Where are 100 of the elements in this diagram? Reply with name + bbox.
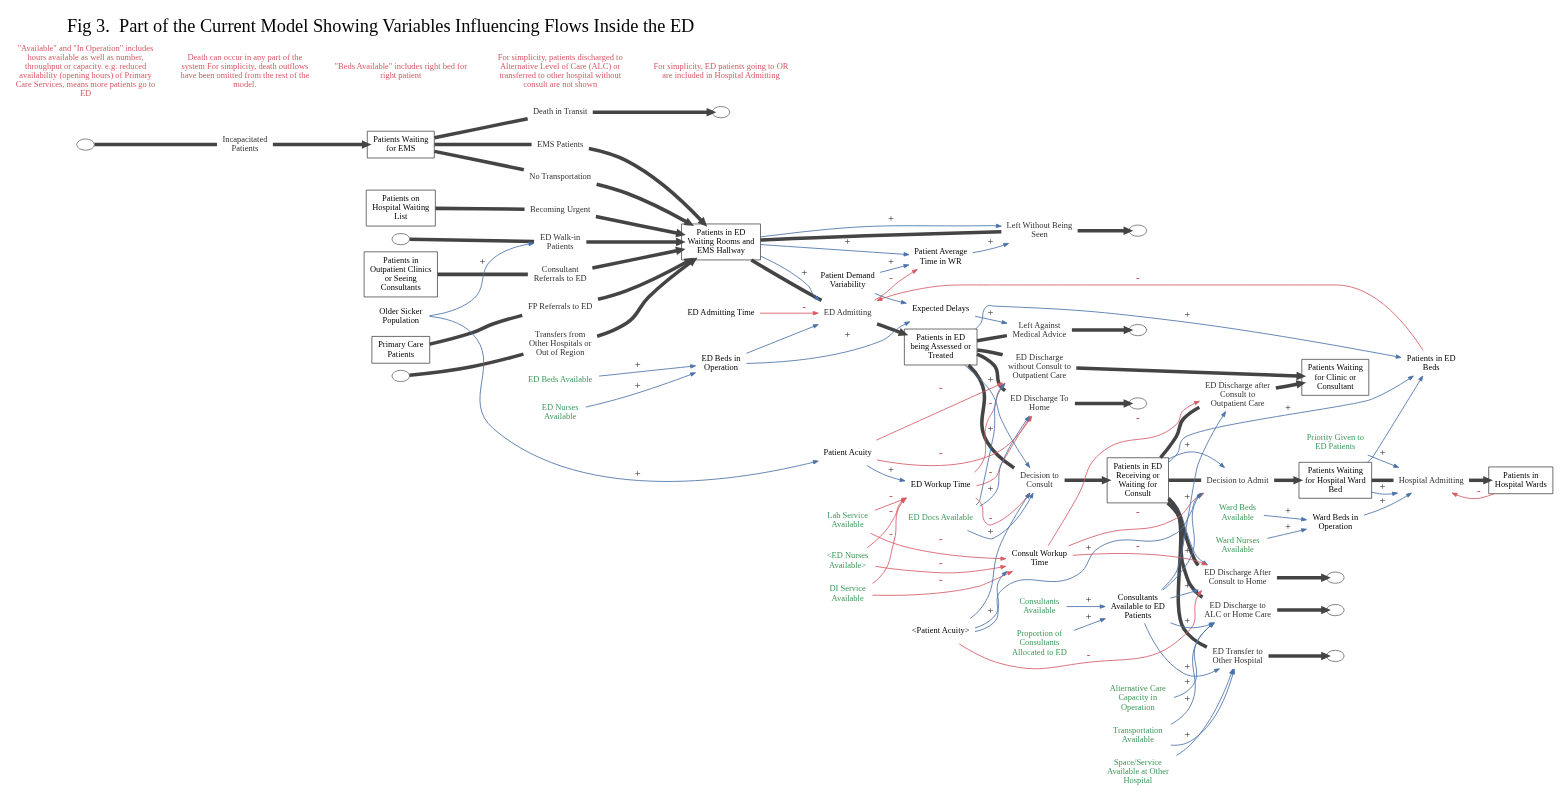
- node-text: Ward Beds Available: [1219, 501, 1257, 522]
- node-text: Consultants Available: [1019, 595, 1060, 615]
- arrow: [1451, 492, 1495, 499]
- edge-label: -: [1136, 505, 1140, 517]
- edge-label: +: [1085, 541, 1092, 553]
- edge-label: +: [479, 255, 486, 266]
- edge-label: +: [1184, 544, 1191, 556]
- node-text: Decision to Consult: [1020, 469, 1059, 489]
- connector: [760, 229, 1002, 242]
- arrow: [592, 246, 686, 270]
- edge-label: +: [1184, 660, 1191, 672]
- node-box: Patients in Hospital Wards: [1488, 466, 1554, 494]
- arrow: [585, 371, 696, 408]
- edge-label: -: [889, 527, 893, 539]
- node-cloud: [1326, 603, 1345, 616]
- arrow: [974, 315, 1008, 324]
- arrow: [1066, 603, 1106, 609]
- edge-label: -: [1136, 411, 1140, 423]
- node-cloud: [76, 138, 95, 151]
- edge-label: -: [988, 396, 993, 408]
- node-text: Consultants Available to ED Patients: [1110, 591, 1165, 620]
- arrow: [596, 181, 695, 226]
- arrow: [592, 107, 717, 116]
- edge-label: -: [988, 511, 993, 523]
- node-text: DI Service Available: [829, 582, 866, 603]
- arrow: [975, 304, 1402, 359]
- node-box: Patients in ED Receiving or Waiting for Consult: [1106, 456, 1169, 503]
- arrow: [972, 242, 1010, 253]
- edge-label: -: [802, 300, 806, 312]
- edge-label: -: [988, 465, 993, 477]
- edge-label: -: [889, 504, 893, 516]
- edge-label: -: [938, 556, 943, 568]
- node-text: Space/Service Available at Other Hospital: [1106, 756, 1169, 785]
- connector: [976, 333, 1008, 343]
- node-text: Patient Acuity: [823, 446, 872, 457]
- node-text: Patient Average Time in WR: [914, 245, 968, 266]
- arrow: [1366, 375, 1424, 463]
- node-text: ED Discharge After Consult to Home: [1204, 566, 1272, 586]
- edge-label: +: [1285, 400, 1292, 412]
- connector: [1167, 497, 1204, 599]
- arrow: [429, 315, 819, 482]
- arrow: [879, 263, 910, 273]
- arrow: [1363, 492, 1412, 516]
- connector: [94, 142, 217, 146]
- connector: [437, 272, 528, 276]
- node-text: Transfers from Other Hospitals or Out of Region: [528, 328, 592, 357]
- arrow: [874, 268, 918, 301]
- edge-label: +: [1285, 504, 1292, 516]
- edge-label: +: [1184, 579, 1191, 591]
- node-box: Patients in ED Waiting Rooms and EMS Hallway: [681, 223, 761, 260]
- arrow: [1168, 450, 1225, 468]
- edge-label: +: [634, 379, 641, 391]
- arrow: [597, 257, 695, 301]
- node-text: Priority Given to ED Patients: [1306, 431, 1364, 451]
- node-text: ED Discharge to ALC or Home Care: [1204, 599, 1272, 619]
- edge-label: -: [938, 446, 943, 458]
- arrow: [875, 564, 1007, 573]
- arrow: [974, 570, 1008, 628]
- arrow: [429, 241, 535, 316]
- node-text: Ward Nurses Available: [1215, 534, 1260, 554]
- arrow: [1277, 605, 1331, 614]
- edge-label: +: [987, 373, 994, 385]
- arrow: [1047, 400, 1200, 546]
- arrow: [958, 589, 1202, 669]
- arrow: [870, 532, 1007, 561]
- node-text: ED Discharge To Home: [1010, 392, 1069, 412]
- arrow: [272, 139, 372, 149]
- node-cloud: [1326, 649, 1345, 662]
- connector: [434, 116, 529, 140]
- edge-label: +: [1184, 490, 1191, 502]
- arrow: [875, 382, 1004, 441]
- node-text: EMS Patients: [537, 138, 584, 149]
- arrow: [746, 320, 911, 364]
- edge-label: +: [987, 422, 994, 434]
- edge-label: +: [887, 255, 894, 267]
- arrow: [1367, 454, 1400, 468]
- connector: [435, 206, 525, 211]
- connector: [434, 142, 532, 146]
- connector: [976, 352, 1007, 392]
- edge-label: -: [1477, 484, 1481, 496]
- node-cloud: [1128, 323, 1147, 336]
- edge-label: +: [1184, 438, 1191, 450]
- arrow: [588, 146, 708, 227]
- label: "Available" and "In Operation" includes hours available as well as number, throughput or capacity. e.g. reduced availability (opening hours) of Primary Care Services, means more patients go to ED: [15, 42, 156, 98]
- node-text: FP Referrals to ED: [528, 300, 593, 311]
- edge-label: -: [1086, 648, 1091, 660]
- node-text: <ED Nurses Available>: [826, 549, 869, 569]
- arrow: [1077, 225, 1134, 235]
- arrow: [1263, 514, 1307, 521]
- node-text: Alternative Care Capacity in Operation: [1109, 682, 1166, 712]
- node-box: Primary Care Patients: [371, 335, 431, 364]
- arrow: [759, 310, 819, 315]
- node-text: ED Discharge without Consult to Outpatient Care: [1007, 351, 1071, 380]
- node-text: Incapacitated Patients: [222, 133, 268, 153]
- arrow: [1160, 410, 1227, 590]
- connector: [1371, 478, 1394, 482]
- node-text: ED Docs Available: [908, 511, 974, 522]
- node-box: Patients in Outpatient Clinics or Seeing Consultants: [363, 250, 438, 297]
- edge-label: +: [634, 467, 641, 479]
- edge-label: +: [987, 235, 994, 247]
